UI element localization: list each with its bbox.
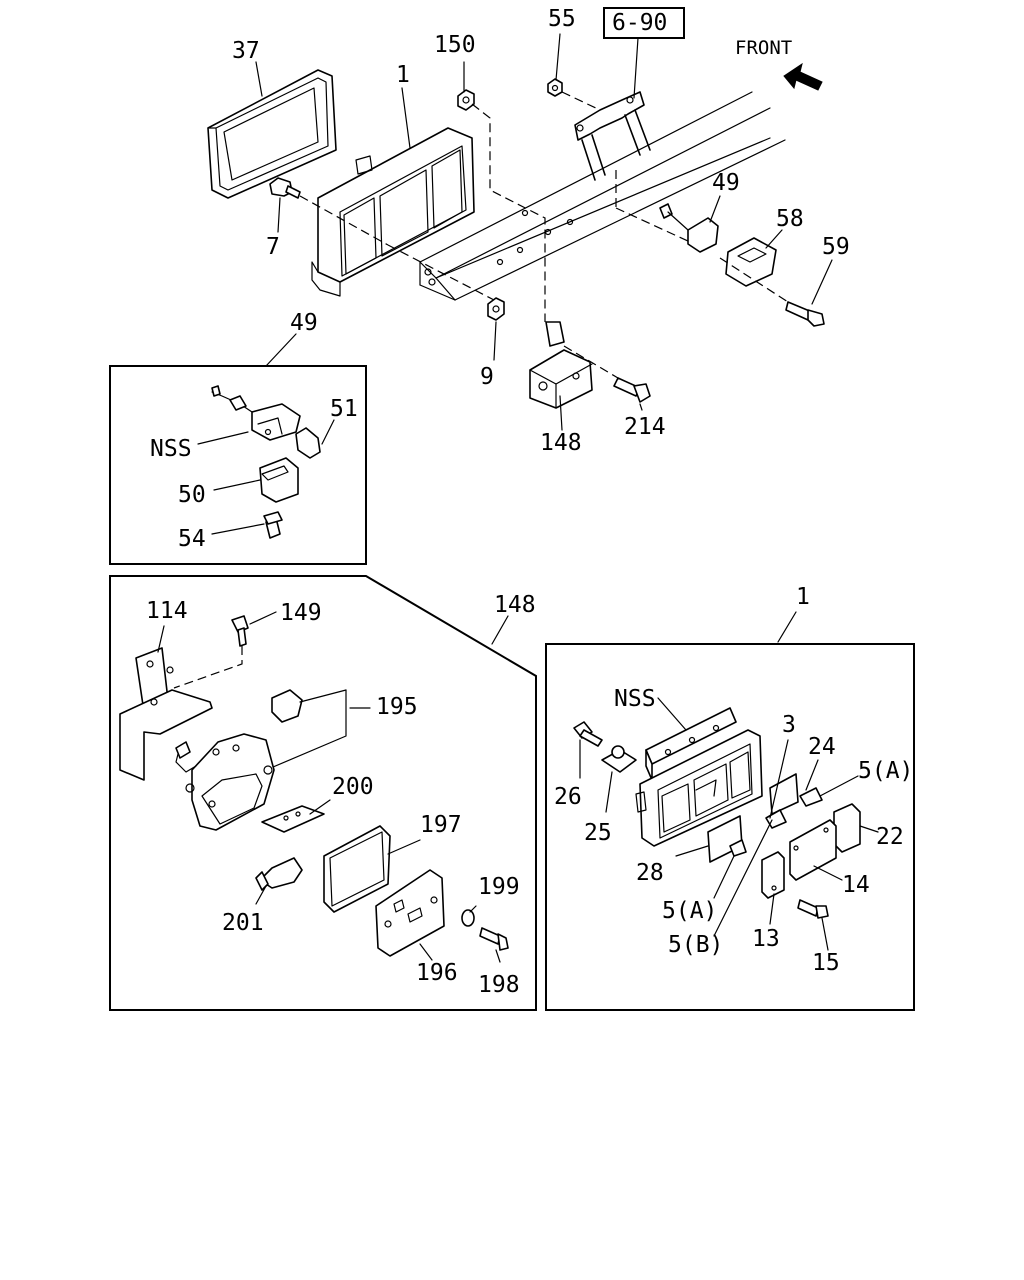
- callout-1: 1: [396, 62, 410, 88]
- callout-148-inset: 148: [494, 592, 536, 618]
- callout-22: 22: [876, 824, 904, 850]
- callout-5b: 5(B): [668, 932, 723, 958]
- lens-cover-58: [725, 237, 777, 287]
- callout-50: 50: [178, 482, 206, 508]
- callout-5a-top: 5(A): [858, 758, 913, 784]
- callout-55: 55: [548, 6, 576, 32]
- callout-214: 214: [624, 414, 666, 440]
- callout-1-inset: 1: [796, 584, 810, 610]
- callout-200: 200: [332, 774, 374, 800]
- socket-49: [659, 203, 719, 253]
- lamp-guard: [207, 69, 337, 199]
- callout-28: 28: [636, 860, 664, 886]
- callout-49-inset: 49: [290, 310, 318, 336]
- mounting-bracket: [574, 91, 651, 181]
- bolt-214: [613, 377, 651, 403]
- reference-page: 6-90: [612, 10, 667, 36]
- callout-198: 198: [478, 972, 520, 998]
- frame-rail: [419, 91, 786, 301]
- callout-5a-bottom: 5(A): [662, 898, 717, 924]
- callout-nss-1: NSS: [614, 686, 656, 712]
- callout-7: 7: [266, 234, 280, 260]
- callout-26: 26: [554, 784, 582, 810]
- front-arrow-icon: [783, 62, 823, 91]
- license-lamp-top: [529, 321, 593, 409]
- callout-195: 195: [376, 694, 418, 720]
- callout-49: 49: [712, 170, 740, 196]
- callout-24: 24: [808, 734, 836, 760]
- callout-196: 196: [416, 960, 458, 986]
- callout-9: 9: [480, 364, 494, 390]
- callout-37: 37: [232, 38, 260, 64]
- callout-150: 150: [434, 32, 476, 58]
- nut-55: [547, 78, 563, 97]
- callout-nss-49: NSS: [150, 436, 192, 462]
- nut-150: [457, 89, 475, 111]
- combination-lamp: [311, 127, 475, 297]
- screw-59: [785, 301, 825, 327]
- front-label: FRONT: [735, 37, 792, 59]
- callout-148: 148: [540, 430, 582, 456]
- inset-socket-49: 49 51 NSS 50 54: [109, 310, 367, 565]
- leaders-top: [255, 33, 833, 431]
- callout-197: 197: [420, 812, 462, 838]
- callout-201: 201: [222, 910, 264, 936]
- inset-license-lamp-148: 148 114 149 195 200 197 199 201 196 198: [109, 575, 537, 1011]
- callout-3: 3: [782, 712, 796, 738]
- assembly-lines-top: [299, 91, 789, 379]
- callout-114: 114: [146, 598, 188, 624]
- inset-combination-lamp-1: 1 NSS 3 24 5(A) 26 22 25 14 28 5(A) 5(B)…: [545, 584, 915, 1011]
- reference-box: [603, 7, 685, 39]
- callout-199: 199: [478, 874, 520, 900]
- callout-149: 149: [280, 600, 322, 626]
- top-assembly: FRONT 6-90 37 1 150 55 7 49 58 59 9 214 …: [207, 6, 850, 456]
- bolt-7: [269, 177, 301, 199]
- nut-9: [487, 297, 505, 321]
- callout-58: 58: [776, 206, 804, 232]
- callout-13: 13: [752, 926, 780, 952]
- callout-51: 51: [330, 396, 358, 422]
- callout-25: 25: [584, 820, 612, 846]
- callout-59: 59: [822, 234, 850, 260]
- callout-14: 14: [842, 872, 870, 898]
- callout-54: 54: [178, 526, 206, 552]
- callout-15: 15: [812, 950, 840, 976]
